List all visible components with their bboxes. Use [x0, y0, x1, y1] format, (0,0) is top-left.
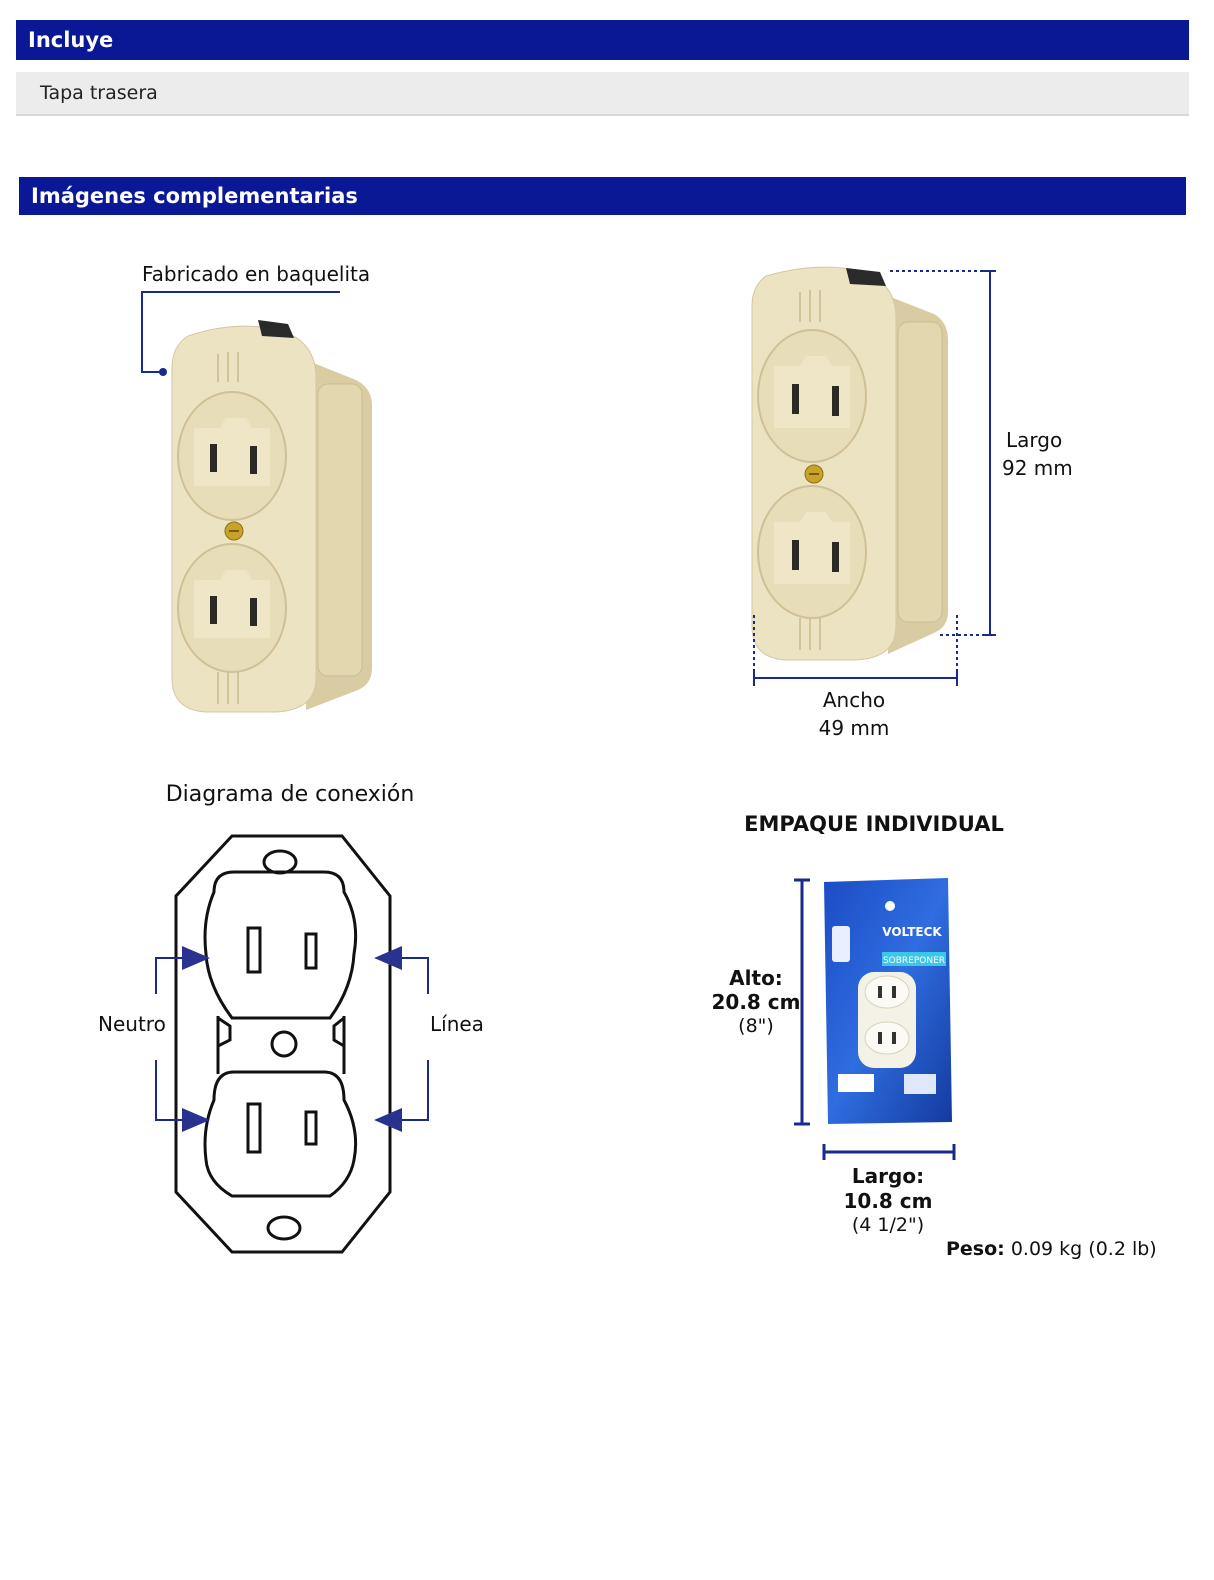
largo-label: Largo	[1006, 428, 1063, 452]
largo-pkg-in: (4 1/2")	[851, 1214, 925, 1236]
neutro-label: Neutro	[98, 1012, 166, 1036]
incluye-item-row: Tapa trasera	[16, 72, 1189, 116]
incluye-item: Tapa trasera	[40, 82, 158, 104]
connection-diagram	[155, 834, 429, 1254]
peso-value: 0.09 kg (0.2 lb)	[1010, 1238, 1157, 1260]
outlet-image-right	[751, 266, 948, 661]
outlet-image-left	[171, 320, 372, 713]
package-brand: VOLTECK	[882, 925, 942, 939]
incluye-title: Incluye	[28, 28, 114, 52]
imagenes-title: Imágenes complementarias	[31, 184, 358, 208]
peso: Peso: 0.09 kg (0.2 lb)	[946, 1238, 1157, 1260]
package-image: SOBREPONER VOLTECK	[824, 878, 952, 1124]
incluye-header: Incluye	[16, 20, 1189, 60]
diagram-title: Diagrama de conexión	[165, 782, 415, 807]
alto-in: (8")	[738, 1015, 774, 1037]
material-callout-label: Fabricado en baquelita	[142, 262, 371, 286]
ancho-value: 49 mm	[818, 716, 890, 740]
package-subtitle: SOBREPONER	[883, 956, 945, 966]
empaque-title: EMPAQUE INDIVIDUAL	[744, 812, 1004, 836]
alto-cm: 20.8 cm	[711, 990, 801, 1014]
largo-value: 92 mm	[1002, 456, 1073, 480]
linea-label: Línea	[430, 1012, 484, 1036]
largo-pkg-label: Largo:	[851, 1164, 925, 1188]
peso-label: Peso:	[946, 1238, 1005, 1260]
alto-label: Alto:	[729, 966, 783, 990]
largo-pkg-cm: 10.8 cm	[843, 1189, 933, 1213]
ancho-label: Ancho	[822, 688, 886, 712]
imagenes-header: Imágenes complementarias	[19, 177, 1186, 215]
